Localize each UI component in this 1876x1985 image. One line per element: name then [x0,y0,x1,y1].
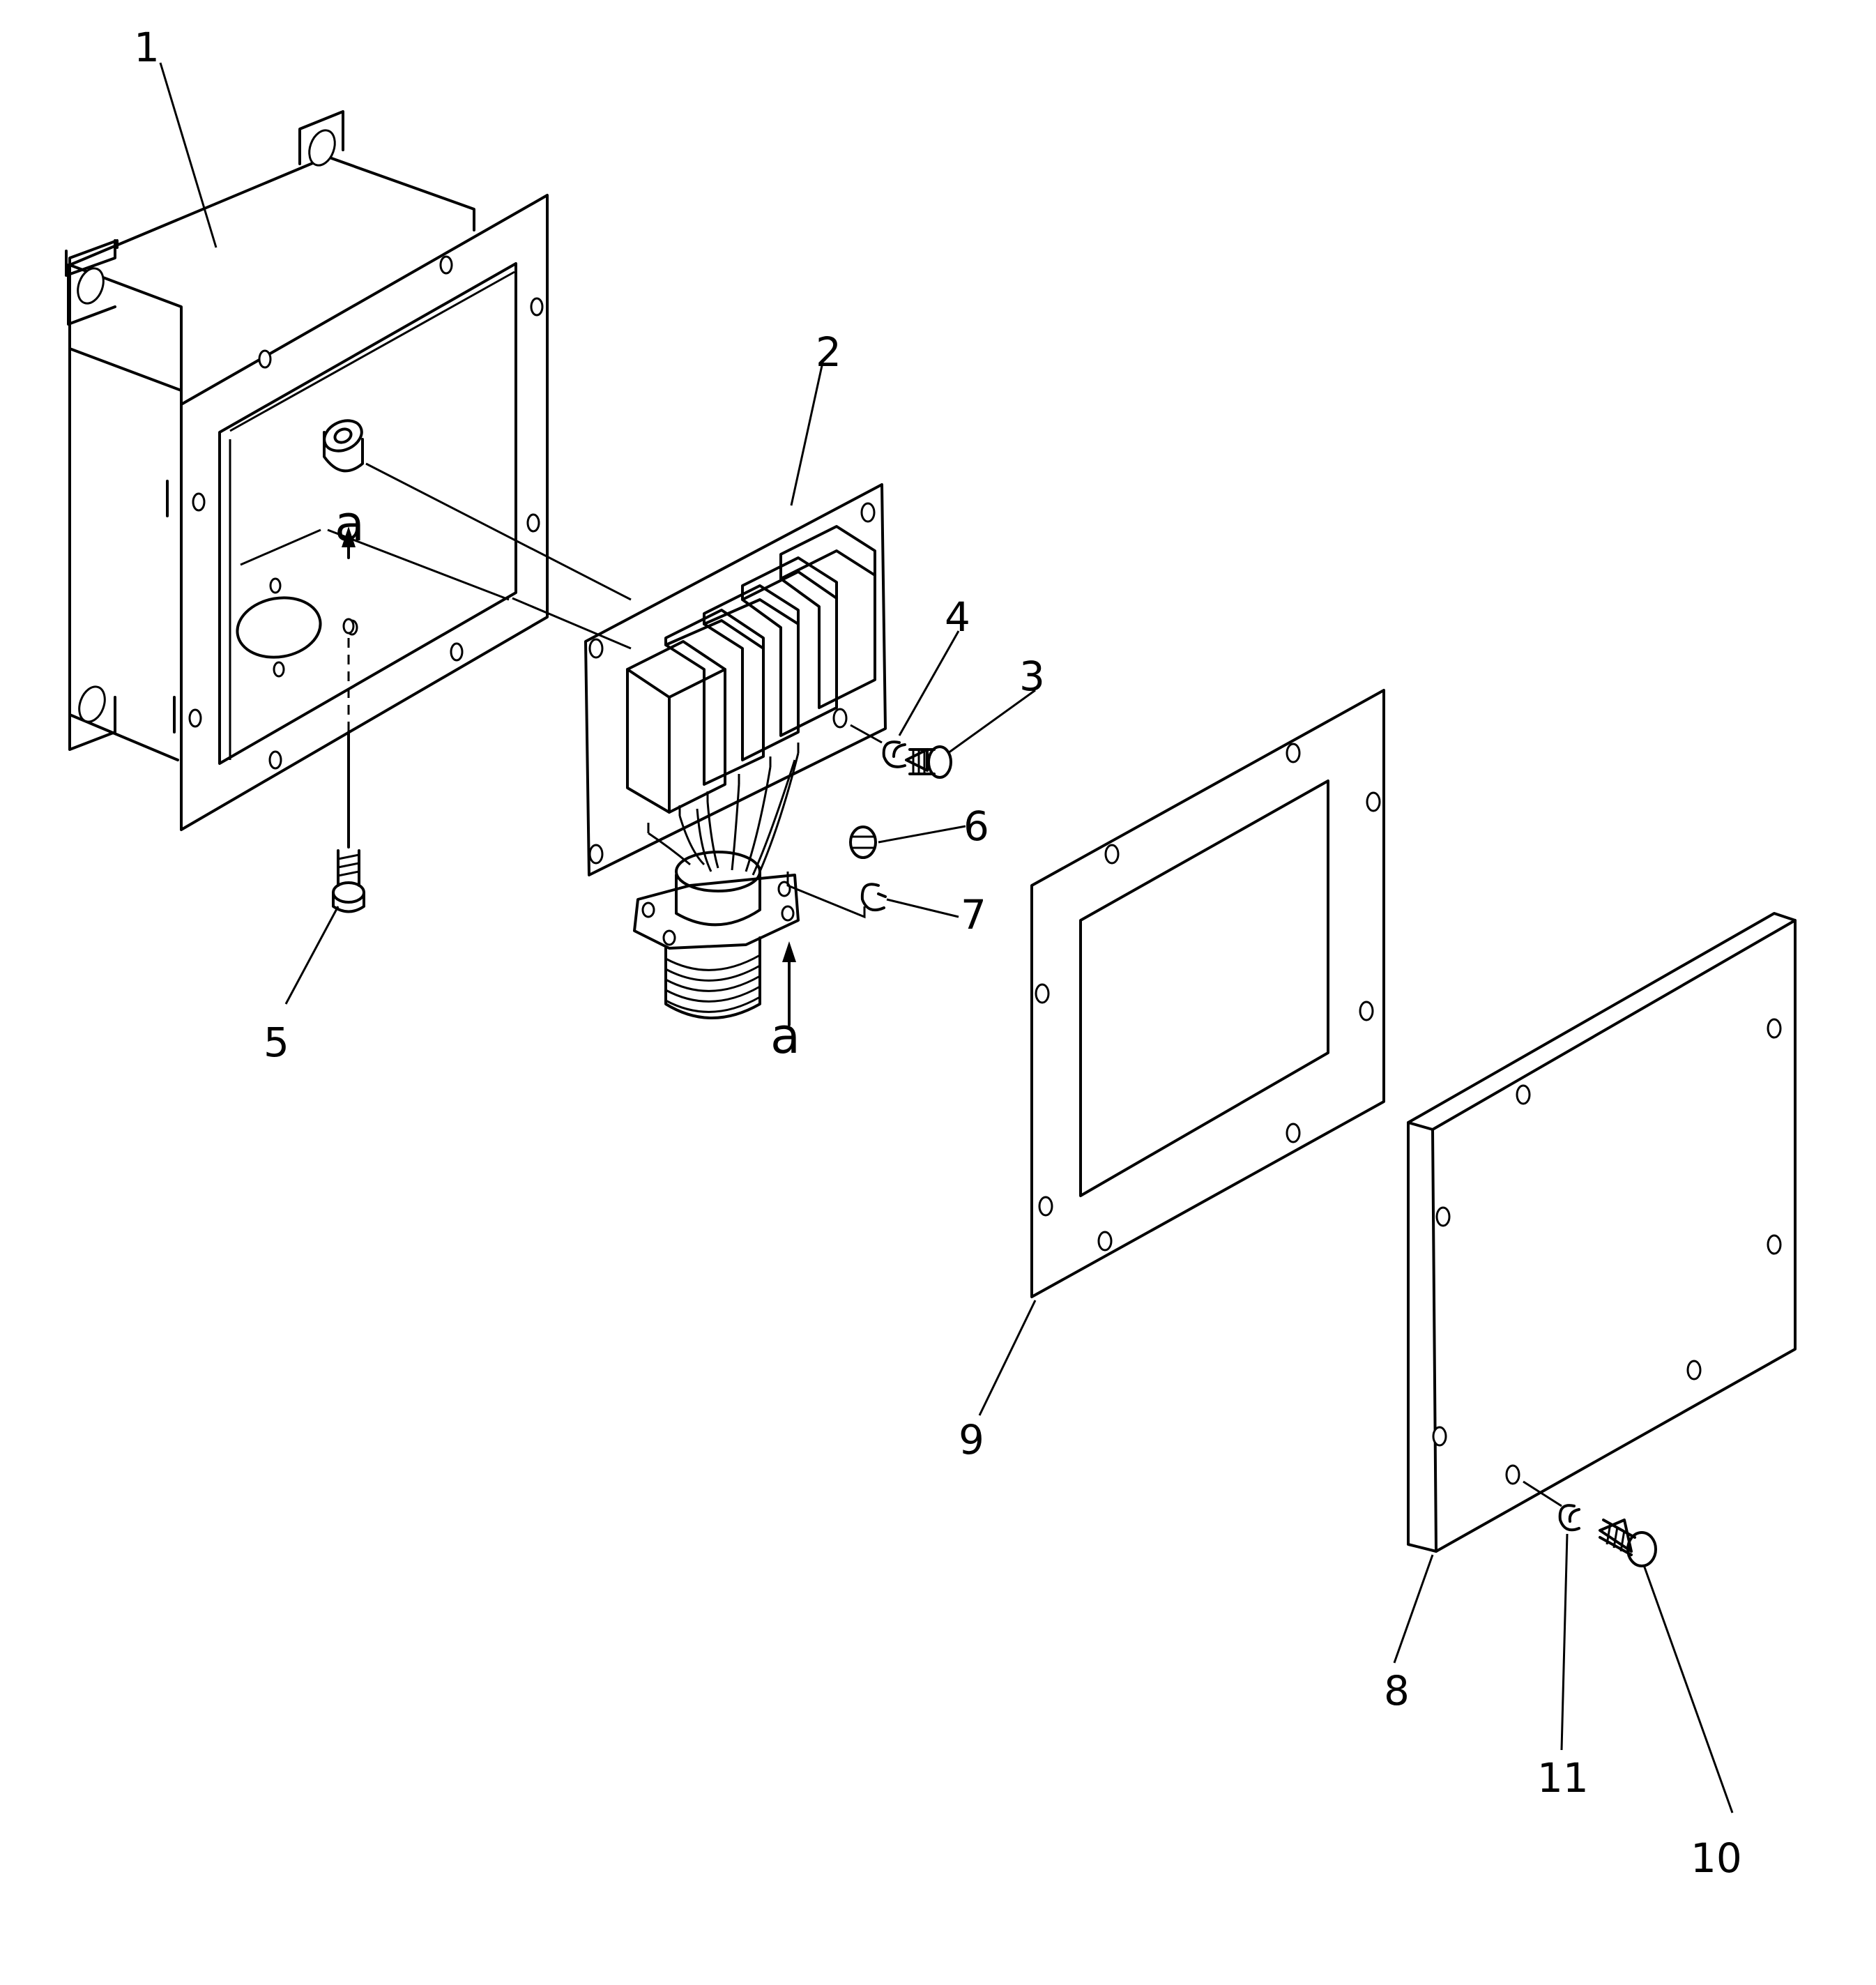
callout-1: 1 [134,24,160,71]
assembly-line-plate-to-washer [850,724,883,744]
part-3-screw [905,745,952,779]
part-5-screw [332,526,365,913]
relay-block-2 [664,609,765,786]
arrow-up-icon [782,941,796,962]
relay-block-3 [703,584,800,761]
part-6-nut [849,826,877,859]
part-1-housing-box [65,110,549,831]
callout-10: 10 [1691,1834,1742,1882]
connector [633,851,866,1026]
callout-2: 2 [816,328,841,376]
leader-lines [159,62,1734,1813]
callout-4: 4 [945,593,970,641]
callout-9: 9 [959,1416,984,1463]
assembly-line-cover-to-washer [1523,1480,1562,1507]
part-11-lock-washer [1558,1504,1580,1532]
part-8-cover-plate [1407,912,1797,1553]
arrow-up-icon [342,526,356,547]
callout-7: 7 [961,891,986,938]
callout-6: 6 [963,803,989,850]
part-4-lock-washer [882,740,906,768]
callout-a-lower: a [770,1007,800,1065]
callout-11: 11 [1537,1754,1589,1802]
callout-5: 5 [264,1019,289,1066]
callout-3: 3 [1019,653,1045,700]
assembly-line-boss-to-plate [365,462,632,601]
assembly-line-floor [512,597,632,650]
part-10-screw [1599,1519,1657,1567]
relay-block-1 [626,640,726,814]
part-9-gasket [1030,689,1385,1298]
part-7-washer [860,883,887,911]
part-2-relay-plate [584,483,887,876]
relay-block-4 [741,556,838,737]
callout-a-upper: a [335,495,365,552]
callout-8: 8 [1384,1667,1410,1714]
relay-block-5 [779,525,876,709]
